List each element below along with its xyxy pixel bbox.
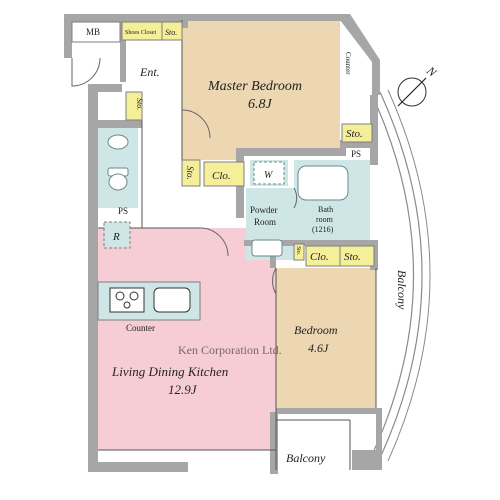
bathroom-line2: room (316, 215, 334, 224)
clo-master-label: Clo. (212, 170, 231, 182)
counter-side-label: Counter (344, 52, 352, 75)
sto-master-label: Sto. (346, 128, 363, 140)
ldk-label: Living Dining Kitchen (111, 364, 228, 379)
sto-powder-label: Sto. (295, 246, 301, 255)
master-bedroom-area (182, 20, 340, 160)
counter-kitchen-label: Counter (126, 323, 155, 333)
bathroom-line1: Bath (318, 205, 333, 214)
ldk-area (98, 228, 276, 450)
sto-bedroom-label: Sto. (344, 251, 361, 263)
w-label: W (264, 170, 274, 181)
stove-icon (109, 287, 145, 313)
powder-room-line1: Powder (250, 205, 278, 215)
sto-ent-side-label: Sto. (135, 98, 144, 110)
powder-room-line2: Room (254, 217, 276, 227)
doors (71, 57, 298, 295)
master-bedroom-label: Master Bedroom (207, 79, 302, 94)
storage-boxes (121, 21, 375, 267)
ps-master-label: PS (351, 149, 361, 159)
sto-master-box (341, 123, 373, 143)
refrigerator-box (103, 221, 131, 249)
mb-label: MB (86, 27, 100, 37)
bedroom-size: 4.6J (308, 341, 329, 355)
master-bedroom-size: 6.8J (248, 97, 273, 112)
sto-clo-side-label: Sto. (185, 166, 195, 180)
watermark: Ken Corporation Ltd. (178, 343, 282, 357)
sto-ent-side-box (125, 91, 143, 121)
clo-master-box (203, 161, 245, 187)
sto-bedroom-box (339, 245, 375, 267)
bathroom-line3: (1216) (312, 225, 334, 234)
washer-box (253, 161, 285, 185)
mb-box (71, 21, 121, 43)
balcony-arc (371, 89, 431, 462)
ldk-size: 12.9J (168, 382, 198, 397)
sto-clo-side-box (181, 159, 201, 187)
sink-icon (153, 287, 191, 313)
balcony-bottom-label: Balcony (286, 451, 326, 465)
compass-icon (397, 77, 427, 107)
balcony-side-label: Balcony (395, 270, 409, 310)
sto-entrance-label: Sto. (165, 28, 177, 37)
r-label: R (112, 231, 120, 243)
clo-bedroom-label: Clo. (310, 251, 329, 263)
ent-label: Ent. (139, 65, 160, 79)
bedroom-area (276, 268, 376, 412)
toilet-fixture (107, 134, 129, 191)
sto-entrance-box (161, 21, 183, 41)
powder-basin (251, 239, 283, 257)
bedroom-label: Bedroom (294, 323, 338, 337)
bathtub (297, 165, 349, 201)
north-label: N (423, 63, 440, 80)
shoes-closet-label: Shoes Closet (125, 30, 157, 36)
ps-toilet-label: PS (118, 206, 128, 216)
sto-powder-box (293, 243, 305, 261)
